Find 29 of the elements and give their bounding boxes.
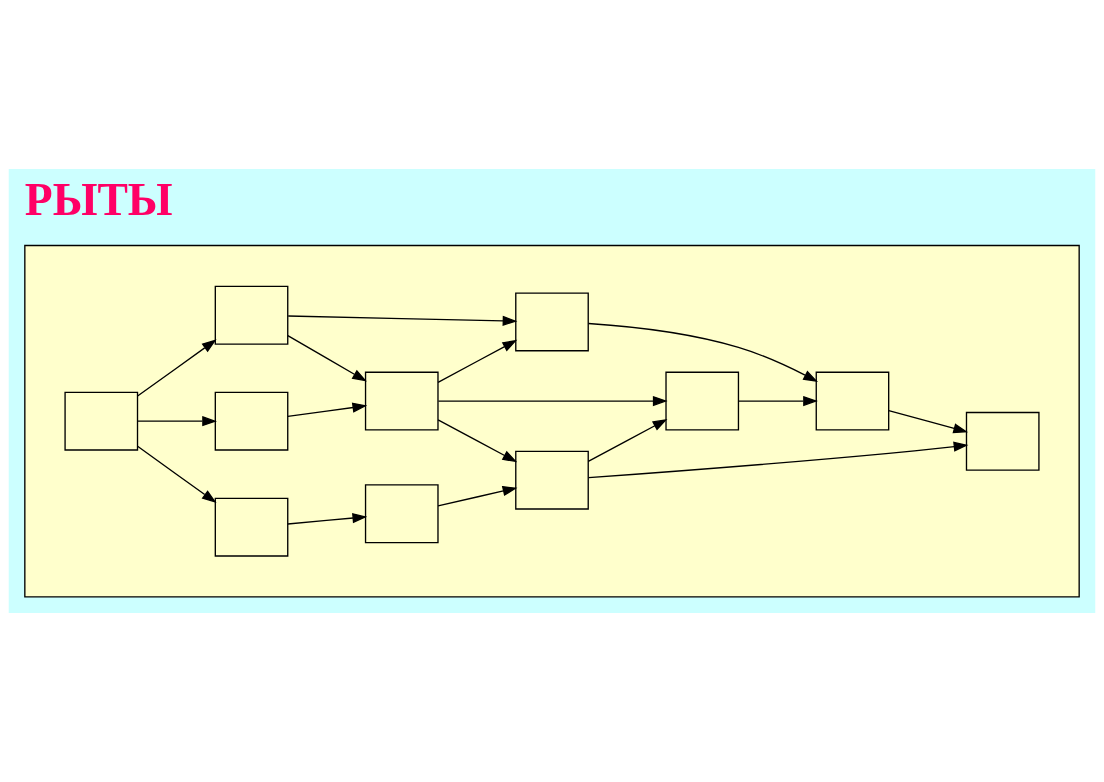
node-box [815, 371, 890, 431]
arrow [587, 322, 819, 382]
arrow [888, 409, 969, 434]
node-box [214, 497, 289, 557]
node-box [965, 411, 1040, 471]
cluster [24, 244, 1080, 598]
arrow [136, 339, 217, 397]
arrow [287, 402, 368, 418]
arrow [587, 441, 969, 479]
arrow [737, 395, 818, 407]
arrow [136, 416, 217, 427]
arrow [287, 315, 518, 326]
arrow [587, 419, 668, 463]
arrow [437, 486, 518, 507]
node-box [364, 371, 439, 431]
node-box [515, 450, 589, 510]
diagram-title: РЫТЫ [24, 173, 173, 225]
node-box [364, 484, 439, 544]
arrow [136, 445, 217, 504]
node-box [515, 292, 589, 352]
node-box [214, 391, 289, 451]
arrow [287, 512, 368, 525]
arrow [437, 419, 518, 463]
arrow [287, 334, 367, 382]
arrow [437, 339, 518, 383]
node-box [64, 391, 139, 451]
node-box [665, 371, 740, 431]
node-box [214, 285, 289, 345]
arrow [437, 395, 668, 407]
